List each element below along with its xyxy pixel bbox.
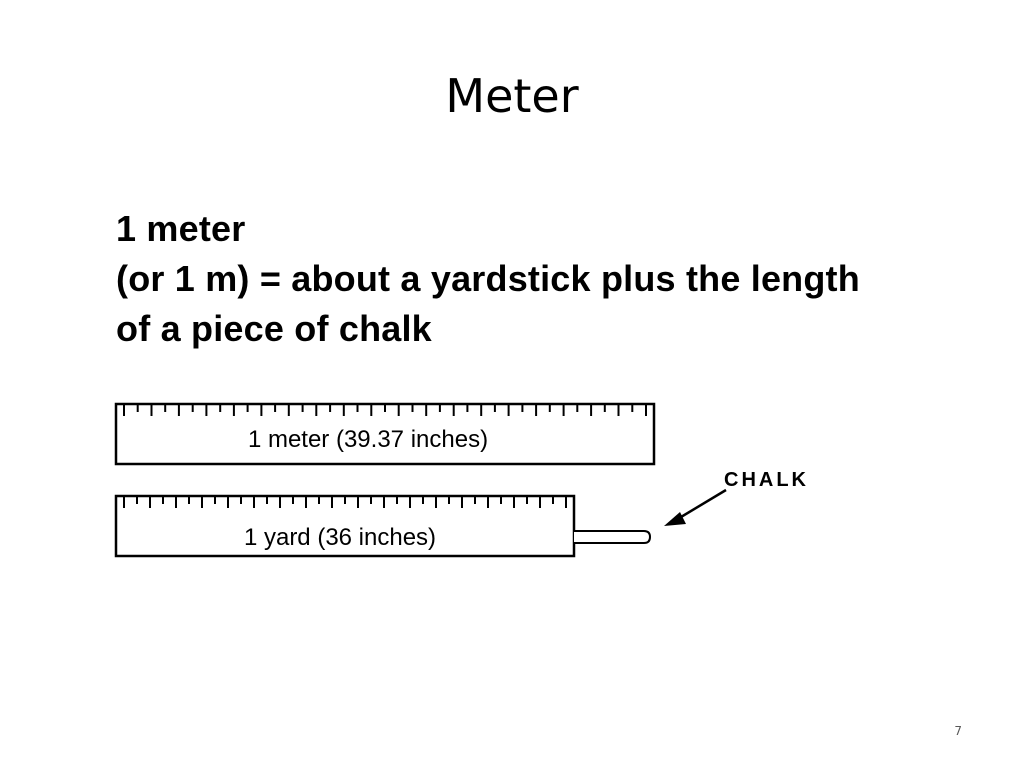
yardstick-label: 1 yard (36 inches) [244, 524, 436, 551]
caption-line-2: (or 1 m) = about a yardstick plus the le… [116, 258, 860, 299]
yardstick-ticks [123, 496, 567, 508]
chalk-piece [574, 530, 652, 544]
chalk-label: CHALK [724, 469, 809, 491]
meter-stick: 1 meter (39.37 inches) [114, 402, 656, 466]
yardstick: 1 yard (36 inches) [114, 494, 576, 558]
page-number: 7 [954, 724, 962, 738]
meter-stick-label: 1 meter (39.37 inches) [248, 426, 488, 453]
caption: 1 meter (or 1 m) = about a yardstick plu… [116, 204, 996, 354]
slide-title: Meter [445, 69, 579, 123]
meter-stick-ticks [123, 404, 647, 416]
caption-line-1: 1 meter [116, 208, 246, 249]
caption-line-3: of a piece of chalk [116, 308, 432, 349]
chalk-arrow [664, 488, 727, 526]
